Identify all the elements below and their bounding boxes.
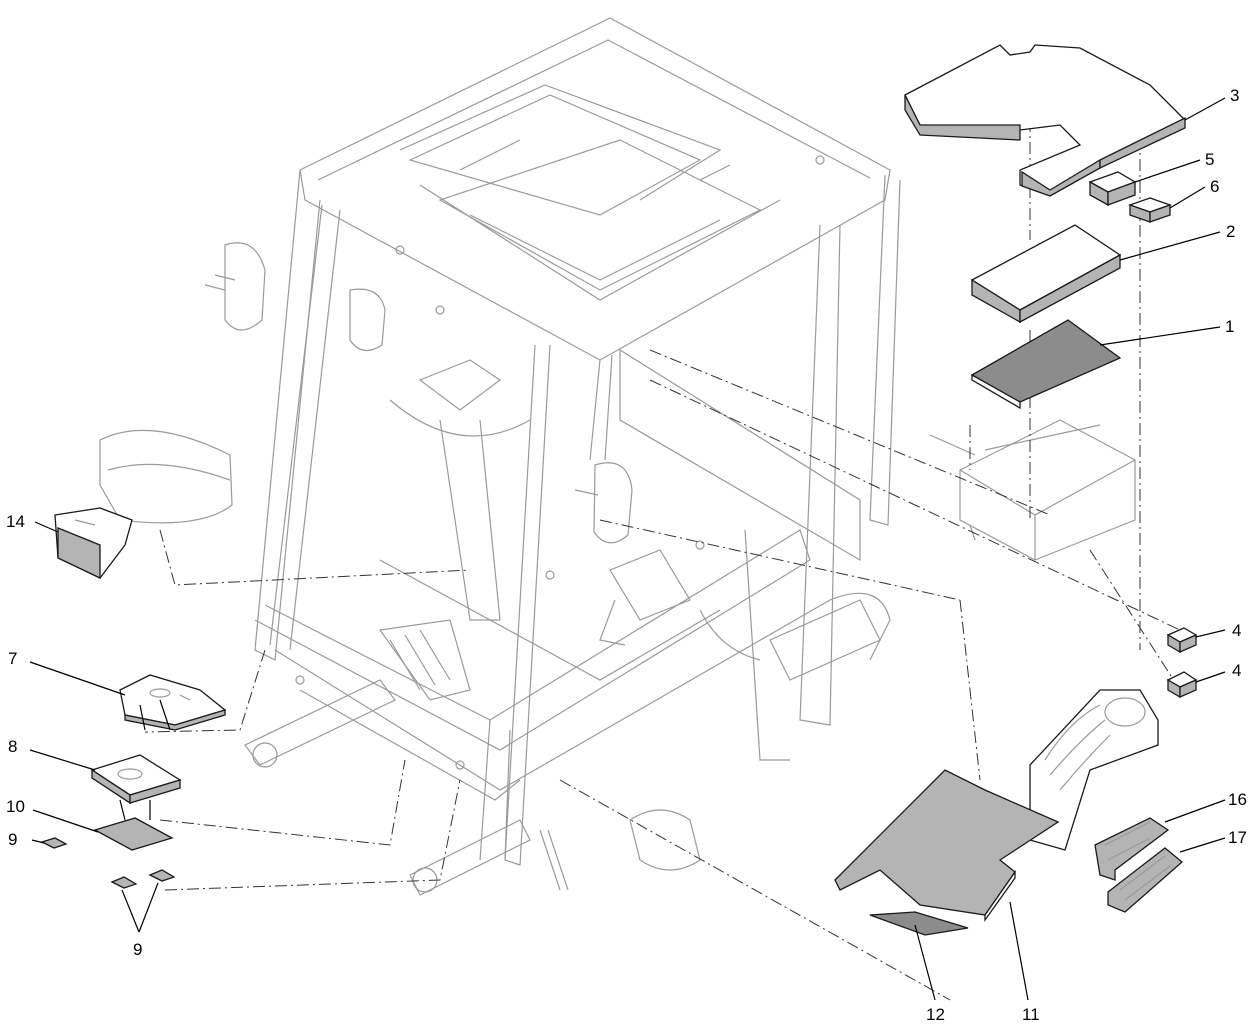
callout-5: 5 — [1205, 150, 1214, 169]
assembly-lines — [144, 115, 1181, 1001]
callout-8: 8 — [8, 737, 17, 756]
callout-14: 14 — [6, 512, 25, 531]
callout-6: 6 — [1210, 177, 1219, 196]
callout-4-lower: 4 — [1232, 661, 1241, 680]
callout-4-upper: 4 — [1232, 621, 1241, 640]
part-3-top-cushion — [904, 44, 1187, 197]
part-9-pieces — [40, 837, 176, 889]
part-4-block-upper — [1166, 627, 1198, 654]
callout-9-small: 9 — [8, 830, 17, 849]
callout-2: 2 — [1226, 222, 1235, 241]
part-2-cushion — [970, 224, 1122, 324]
cab-frame-ghost — [99, 17, 901, 896]
callout-9-pair: 9 — [133, 940, 142, 959]
part-4-block-lower — [1166, 671, 1198, 699]
callout-3: 3 — [1230, 86, 1239, 105]
leader-lines — [29, 97, 1226, 1001]
part-6-pad — [1128, 197, 1172, 223]
part-7-plate — [119, 674, 227, 731]
part-11-floor-mat — [834, 769, 1060, 923]
callout-labels: 3 5 6 2 1 4 4 16 17 11 12 14 7 8 10 9 9 — [6, 86, 1247, 1024]
tray-ghost — [929, 419, 1136, 561]
part-17-pad — [1107, 847, 1184, 913]
callout-11: 11 — [1022, 1005, 1040, 1024]
callout-1: 1 — [1225, 317, 1234, 336]
callout-12: 12 — [926, 1005, 945, 1024]
callout-7: 7 — [8, 649, 17, 668]
part-16-pad — [1094, 817, 1170, 881]
callout-10: 10 — [6, 797, 25, 816]
callout-16: 16 — [1228, 790, 1247, 809]
part-12-strip — [869, 911, 969, 936]
part-14-pad — [54, 507, 133, 580]
part-10-sheet — [93, 817, 174, 851]
callout-17: 17 — [1228, 828, 1247, 847]
part-8-plate — [90, 754, 182, 805]
part-5-pad — [1088, 171, 1137, 207]
rear-console — [1029, 689, 1159, 851]
part-1-mat — [970, 319, 1122, 410]
